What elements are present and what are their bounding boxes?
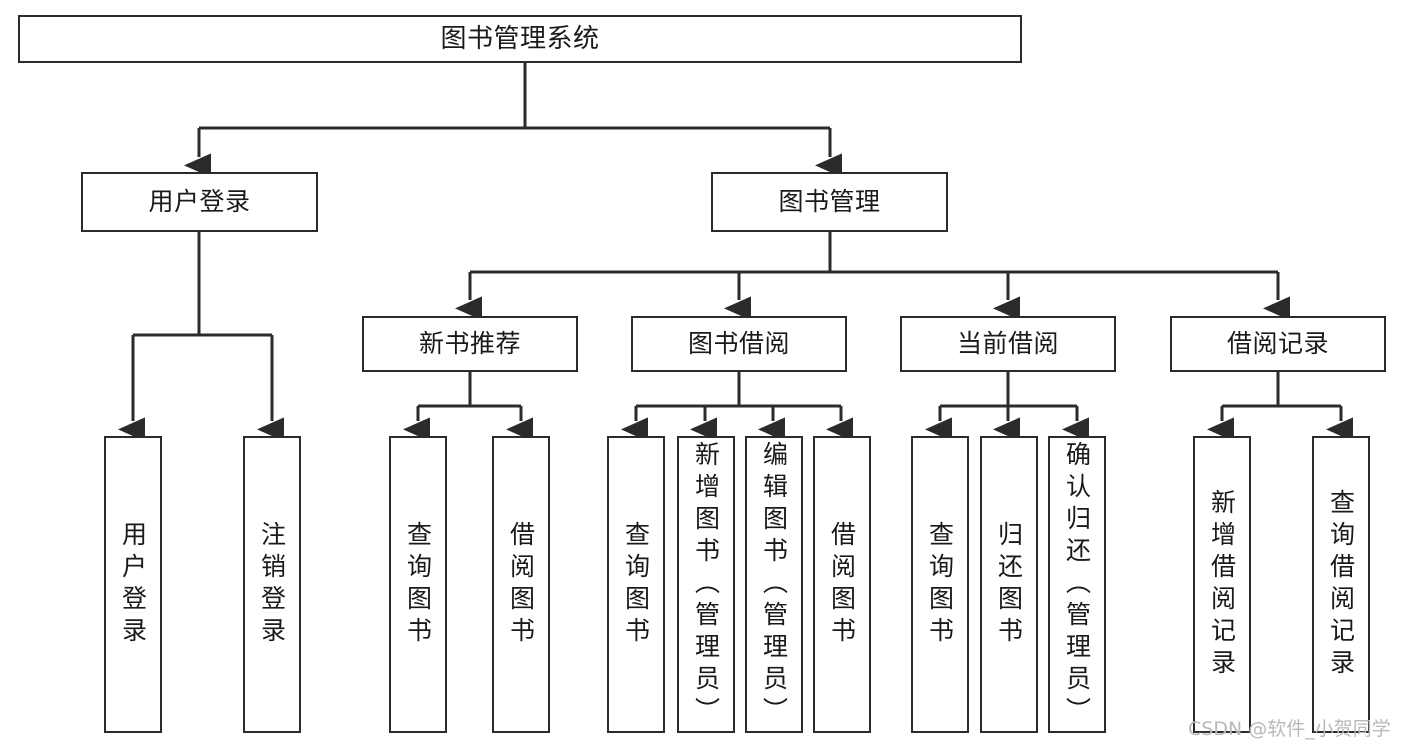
node-label: 新增借阅记录 xyxy=(1207,488,1237,681)
node-label: 图书管理系统 xyxy=(440,23,600,54)
node-new-book-recommendation[interactable]: 新书推荐 xyxy=(362,316,578,372)
node-label: 借阅图书 xyxy=(827,520,857,649)
csdn-watermark: CSDN @软件_小贺同学 xyxy=(1188,718,1391,740)
node-label: 归还图书 xyxy=(994,520,1024,649)
node-label: 图书管理 xyxy=(778,187,881,217)
node-label: 新增图书（管理员） xyxy=(691,440,721,729)
node-label: 用户登录 xyxy=(118,520,148,649)
node-label: 查询借阅记录 xyxy=(1326,488,1356,681)
node-label: 新书推荐 xyxy=(418,329,521,359)
node-book-management[interactable]: 图书管理 xyxy=(711,172,948,232)
leaf-user-login[interactable]: 用户登录 xyxy=(104,436,162,733)
node-label: 图书借阅 xyxy=(687,329,790,359)
leaf-edit-book-admin[interactable]: 编辑图书（管理员） xyxy=(745,436,803,733)
node-user-login[interactable]: 用户登录 xyxy=(81,172,318,232)
node-label: 注销登录 xyxy=(257,520,287,649)
node-root-book-management-system[interactable]: 图书管理系统 xyxy=(18,15,1022,63)
node-label: 查询图书 xyxy=(925,520,955,649)
leaf-return-book[interactable]: 归还图书 xyxy=(980,436,1038,733)
node-label: 借阅图书 xyxy=(506,520,536,649)
node-book-borrowing[interactable]: 图书借阅 xyxy=(631,316,847,372)
leaf-logout[interactable]: 注销登录 xyxy=(243,436,301,733)
leaf-query-borrow-record[interactable]: 查询借阅记录 xyxy=(1312,436,1370,733)
leaf-add-book-admin[interactable]: 新增图书（管理员） xyxy=(677,436,735,733)
node-label: 当前借阅 xyxy=(956,329,1059,359)
leaf-borrow-book-newbook[interactable]: 借阅图书 xyxy=(492,436,550,733)
leaf-query-book-borrowing[interactable]: 查询图书 xyxy=(607,436,665,733)
leaf-add-borrow-record[interactable]: 新增借阅记录 xyxy=(1193,436,1251,733)
node-borrowing-record[interactable]: 借阅记录 xyxy=(1170,316,1386,372)
leaf-confirm-return-admin[interactable]: 确认归还（管理员） xyxy=(1048,436,1106,733)
node-label: 查询图书 xyxy=(403,520,433,649)
node-current-borrowing[interactable]: 当前借阅 xyxy=(900,316,1116,372)
node-label: 确认归还（管理员） xyxy=(1062,440,1092,729)
leaf-query-book-newbook[interactable]: 查询图书 xyxy=(389,436,447,733)
node-label: 用户登录 xyxy=(148,187,251,217)
leaf-borrow-book-borrowing[interactable]: 借阅图书 xyxy=(813,436,871,733)
node-label: 借阅记录 xyxy=(1226,329,1329,359)
node-label: 查询图书 xyxy=(621,520,651,649)
leaf-query-book-current[interactable]: 查询图书 xyxy=(911,436,969,733)
node-label: 编辑图书（管理员） xyxy=(759,440,789,729)
